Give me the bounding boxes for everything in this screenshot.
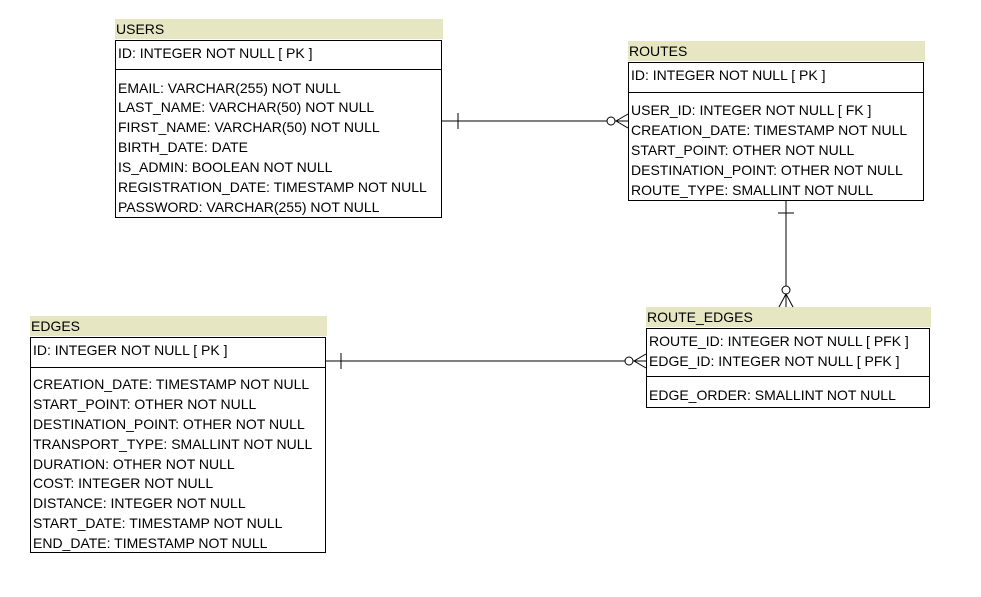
column: FIRST_NAME: VARCHAR(50) NOT NULL: [118, 119, 380, 135]
column: ROUTE_TYPE: SMALLINT NOT NULL: [631, 182, 874, 198]
column: START_POINT: OTHER NOT NULL: [631, 142, 855, 158]
column: START_POINT: OTHER NOT NULL: [33, 396, 257, 412]
entity-title: USERS: [115, 19, 443, 39]
entity-users[interactable]: USERS ID: INTEGER NOT NULL [ PK ] EMAIL:…: [115, 19, 443, 218]
column: END_DATE: TIMESTAMP NOT NULL: [33, 535, 268, 551]
pk-column: ID: INTEGER NOT NULL [ PK ]: [118, 45, 313, 61]
entity-box: ID: INTEGER NOT NULL [ PK ] CREATION_DAT…: [30, 337, 326, 553]
column: LAST_NAME: VARCHAR(50) NOT NULL: [118, 99, 375, 115]
primary-key-section: ROUTE_ID: INTEGER NOT NULL [ PFK ] EDGE_…: [647, 329, 929, 377]
pk-column: ID: INTEGER NOT NULL [ PK ]: [631, 67, 826, 83]
column: CREATION_DATE: TIMESTAMP NOT NULL: [631, 122, 908, 138]
column: DISTANCE: INTEGER NOT NULL: [33, 495, 246, 511]
column: PASSWORD: VARCHAR(255) NOT NULL: [118, 199, 380, 215]
relationship-routes-route-edges[interactable]: [778, 201, 794, 308]
column: DURATION: OTHER NOT NULL: [33, 456, 235, 472]
column: EDGE_ORDER: SMALLINT NOT NULL: [649, 387, 896, 403]
primary-key-section: ID: INTEGER NOT NULL [ PK ]: [31, 338, 325, 368]
pk-column: ROUTE_ID: INTEGER NOT NULL [ PFK ]: [649, 333, 909, 349]
column: TRANSPORT_TYPE: SMALLINT NOT NULL: [33, 436, 313, 452]
column: START_DATE: TIMESTAMP NOT NULL: [33, 515, 283, 531]
entity-edges[interactable]: EDGES ID: INTEGER NOT NULL [ PK ] CREATI…: [30, 316, 327, 553]
entity-box: ROUTE_ID: INTEGER NOT NULL [ PFK ] EDGE_…: [646, 328, 930, 408]
primary-key-section: ID: INTEGER NOT NULL [ PK ]: [629, 63, 923, 93]
pk-column: ID: INTEGER NOT NULL [ PK ]: [33, 342, 228, 358]
primary-key-section: ID: INTEGER NOT NULL [ PK ]: [116, 41, 441, 70]
entity-route-edges[interactable]: ROUTE_EDGES ROUTE_ID: INTEGER NOT NULL […: [646, 307, 931, 408]
column: EMAIL: VARCHAR(255) NOT NULL: [118, 80, 341, 96]
column: REGISTRATION_DATE: TIMESTAMP NOT NULL: [118, 179, 427, 195]
column: CREATION_DATE: TIMESTAMP NOT NULL: [33, 376, 310, 392]
entity-title: EDGES: [30, 316, 327, 336]
relationship-users-routes[interactable]: [442, 113, 629, 129]
entity-title: ROUTE_EDGES: [646, 307, 931, 327]
column: BIRTH_DATE: DATE: [118, 139, 248, 155]
entity-box: ID: INTEGER NOT NULL [ PK ] USER_ID: INT…: [628, 62, 924, 201]
entity-title: ROUTES: [628, 41, 925, 61]
column: IS_ADMIN: BOOLEAN NOT NULL: [118, 159, 333, 175]
relationship-edges-route-edges[interactable]: [326, 353, 647, 369]
column: DESTINATION_POINT: OTHER NOT NULL: [33, 416, 305, 432]
column: USER_ID: INTEGER NOT NULL [ FK ]: [631, 102, 872, 118]
column: COST: INTEGER NOT NULL: [33, 475, 214, 491]
column: DESTINATION_POINT: OTHER NOT NULL: [631, 162, 903, 178]
entity-routes[interactable]: ROUTES ID: INTEGER NOT NULL [ PK ] USER_…: [628, 41, 925, 201]
entity-box: ID: INTEGER NOT NULL [ PK ] EMAIL: VARCH…: [115, 40, 442, 218]
pk-column: EDGE_ID: INTEGER NOT NULL [ PFK ]: [649, 353, 900, 369]
